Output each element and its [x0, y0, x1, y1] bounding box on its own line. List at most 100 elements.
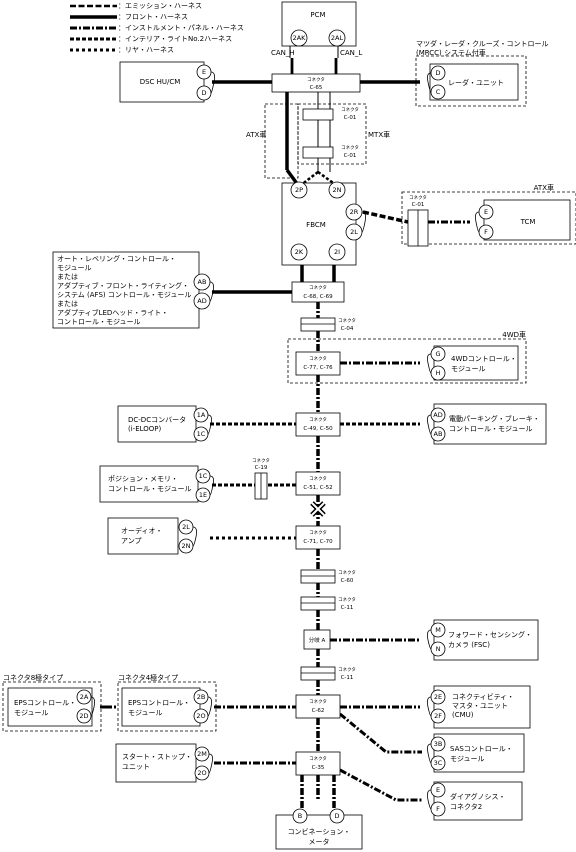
legend: ：エミッション・ハーネス ：フロント・ハーネス ：インストルメント・パネル・ハー… — [70, 2, 244, 54]
c60-word: コネクタ — [338, 569, 356, 576]
meter-line-2: メータ — [309, 837, 330, 846]
fsc-pin-n: N — [436, 645, 441, 653]
c11a-word: コネクタ — [338, 596, 356, 603]
eps4-line-1: EPSコントロール・ — [128, 699, 190, 707]
meter-line-1: コンビネーション・ — [288, 827, 351, 836]
connector-c68-c69: コネクタ C-68, C-69 — [291, 281, 345, 303]
tcm-pin-f: F — [484, 228, 488, 236]
fourwd-module: 4WDコントロール・ モジュール G H — [427, 345, 519, 381]
c65-id: C-65 — [310, 85, 323, 91]
startstop-line-1: スタート・ストップ・ — [122, 752, 192, 761]
meter-module: コンビネーション・ メータ B D — [275, 808, 363, 850]
connector-c01-lower: コネクタ C-01 — [302, 144, 359, 159]
dcdc-pin-1c: 1C — [197, 430, 206, 438]
eps8-module: EPSコントロール・ モジュール 2A 2D — [7, 687, 95, 727]
eps4-pin-2b: 2B — [197, 693, 206, 701]
cmu-line-2: マスタ・ユニット — [452, 701, 508, 710]
c5152-word: コネクタ — [309, 475, 327, 482]
fbcm-module: FBCM 2P 2N 2R 2L 2K 2I — [281, 181, 366, 266]
fourwd-group — [287, 338, 527, 384]
mrcc-group — [415, 55, 527, 107]
c62-word: コネクタ — [309, 698, 327, 705]
fsc-line-1: フォワード・センシング・ — [448, 630, 532, 639]
legend-item-interior: ：インテリア・ライトNo.2ハーネス — [118, 35, 232, 43]
eps8-line-1: EPSコントロール・ — [14, 699, 76, 707]
branch-a-label: 分岐 A — [309, 636, 326, 644]
meter-pin-d: D — [334, 812, 339, 820]
dsc-module: DSC HU/CM E D — [119, 61, 215, 103]
pcm-pin-2ak: 2AK — [293, 34, 307, 42]
audio-line-2: アンプ — [121, 537, 142, 545]
pcm-module: PCM 2AK 2AL CAN_H CAN_L — [271, 1, 362, 57]
atx-tcm-group-label: ATX車 — [534, 183, 554, 192]
atx-group — [264, 103, 299, 179]
c6869-word: コネクタ — [309, 284, 327, 291]
lighting-line-7: アダプティブLEDヘッド・ライト・ — [57, 308, 168, 317]
audio-pin-2n: 2N — [182, 542, 191, 550]
atx-tcm-group — [401, 191, 576, 245]
connector-c62: コネクタ C-62 — [295, 694, 341, 719]
fourwd-pin-g: G — [435, 350, 440, 358]
epb-line-1: 電動パーキング・ブレーキ・ — [449, 414, 540, 423]
fourwd-pin-h: H — [436, 369, 441, 377]
connector-c51-c52: コネクタ C-51, C-52 — [295, 471, 341, 496]
connector-c35: コネクタ C-35 — [295, 751, 341, 776]
fourwd-line-1: 4WDコントロール・ — [451, 355, 517, 363]
eps8-group — [2, 681, 102, 732]
can-l-label: CAN_L — [340, 49, 362, 57]
startstop-line-2: ユニット — [122, 763, 150, 771]
dlc-pin-f: F — [436, 805, 440, 813]
cmu-module: コネクティビティ・ マスタ・ユニット (CMU) 2E 2F — [427, 685, 531, 729]
c01a-word: コネクタ — [341, 106, 359, 113]
c7776-id: C-77, C-76 — [303, 365, 333, 371]
pcm-label: PCM — [310, 11, 325, 19]
fbcm-pin-2r: 2R — [350, 208, 359, 216]
tcm-conn-word: コネクタ — [409, 194, 427, 201]
splice-mark — [310, 501, 326, 517]
eps8-pin-2a: 2A — [80, 693, 89, 701]
dsc-pin-d: D — [201, 89, 206, 97]
cmu-line-3: (CMU) — [452, 711, 474, 719]
lighting-line-2: モジュール — [57, 264, 92, 272]
connector-c04: コネクタ C-04 — [300, 317, 356, 332]
epb-pin-ab: AB — [434, 430, 443, 438]
dcdc-line-2: (i-ELOOP) — [128, 425, 162, 433]
mrcc-group-label-1: マツダ・レーダ・クルーズ・コントロール — [416, 39, 548, 48]
fsc-module: フォワード・センシング・ カメラ (FSC) M N — [427, 619, 539, 661]
radar-label: レーダ・ユニット — [448, 78, 504, 87]
c11b-word: コネクタ — [338, 666, 356, 673]
radar-unit: レーダ・ユニット D C — [427, 63, 519, 101]
fbcm-pin-2i: 2I — [334, 248, 340, 256]
c11b-id: C-11 — [341, 675, 354, 681]
dlc-line-1: ダイアグノシス・ — [450, 792, 506, 801]
fbcm-pin-2p: 2P — [295, 186, 303, 194]
c19-word: コネクタ — [252, 457, 270, 464]
c6869-id: C-68, C-69 — [303, 294, 333, 300]
connector-c77-c76: コネクタ C-77, C-76 — [295, 351, 341, 376]
eps8-group-label: コネクタ8極タイプ — [3, 673, 63, 682]
cmu-line-1: コネクティビティ・ — [452, 692, 514, 701]
fourwd-group-label: 4WD車 — [502, 330, 526, 339]
lighting-line-5: システム (AFS) コントロール・モジュール — [57, 291, 191, 299]
tcm-conn-id: C-01 — [412, 202, 425, 208]
c5152-id: C-51, C-52 — [303, 485, 332, 491]
wires — [100, 44, 470, 815]
fsc-line-2: カメラ (FSC) — [448, 641, 490, 649]
c7776-word: コネクタ — [309, 355, 327, 362]
eps4-module: EPSコントロール・ モジュール 2B 2O — [121, 687, 212, 727]
lighting-pin-ad: AD — [197, 297, 206, 305]
c62-id: C-62 — [312, 708, 325, 714]
epb-pin-ad: AD — [433, 411, 442, 419]
memory-line-1: ポジション・メモリ・ — [108, 475, 178, 483]
cmu-pin-2f: 2F — [434, 712, 442, 720]
sas-line-2: モジュール — [450, 755, 485, 763]
can-h-label: CAN_H — [271, 49, 295, 57]
startstop-module: スタート・ストップ・ ユニット 2M 2O — [115, 743, 213, 783]
c04-word: コネクタ — [338, 317, 356, 324]
legend-item-emission: ：エミッション・ハーネス — [118, 2, 202, 10]
connector-c71-c70: コネクタ C-71, C-70 — [295, 525, 341, 550]
legend-item-rear: ：リヤ・ハーネス — [118, 46, 174, 54]
c01b-id: C-01 — [344, 153, 357, 159]
mtx-label: MTX車 — [368, 130, 390, 139]
